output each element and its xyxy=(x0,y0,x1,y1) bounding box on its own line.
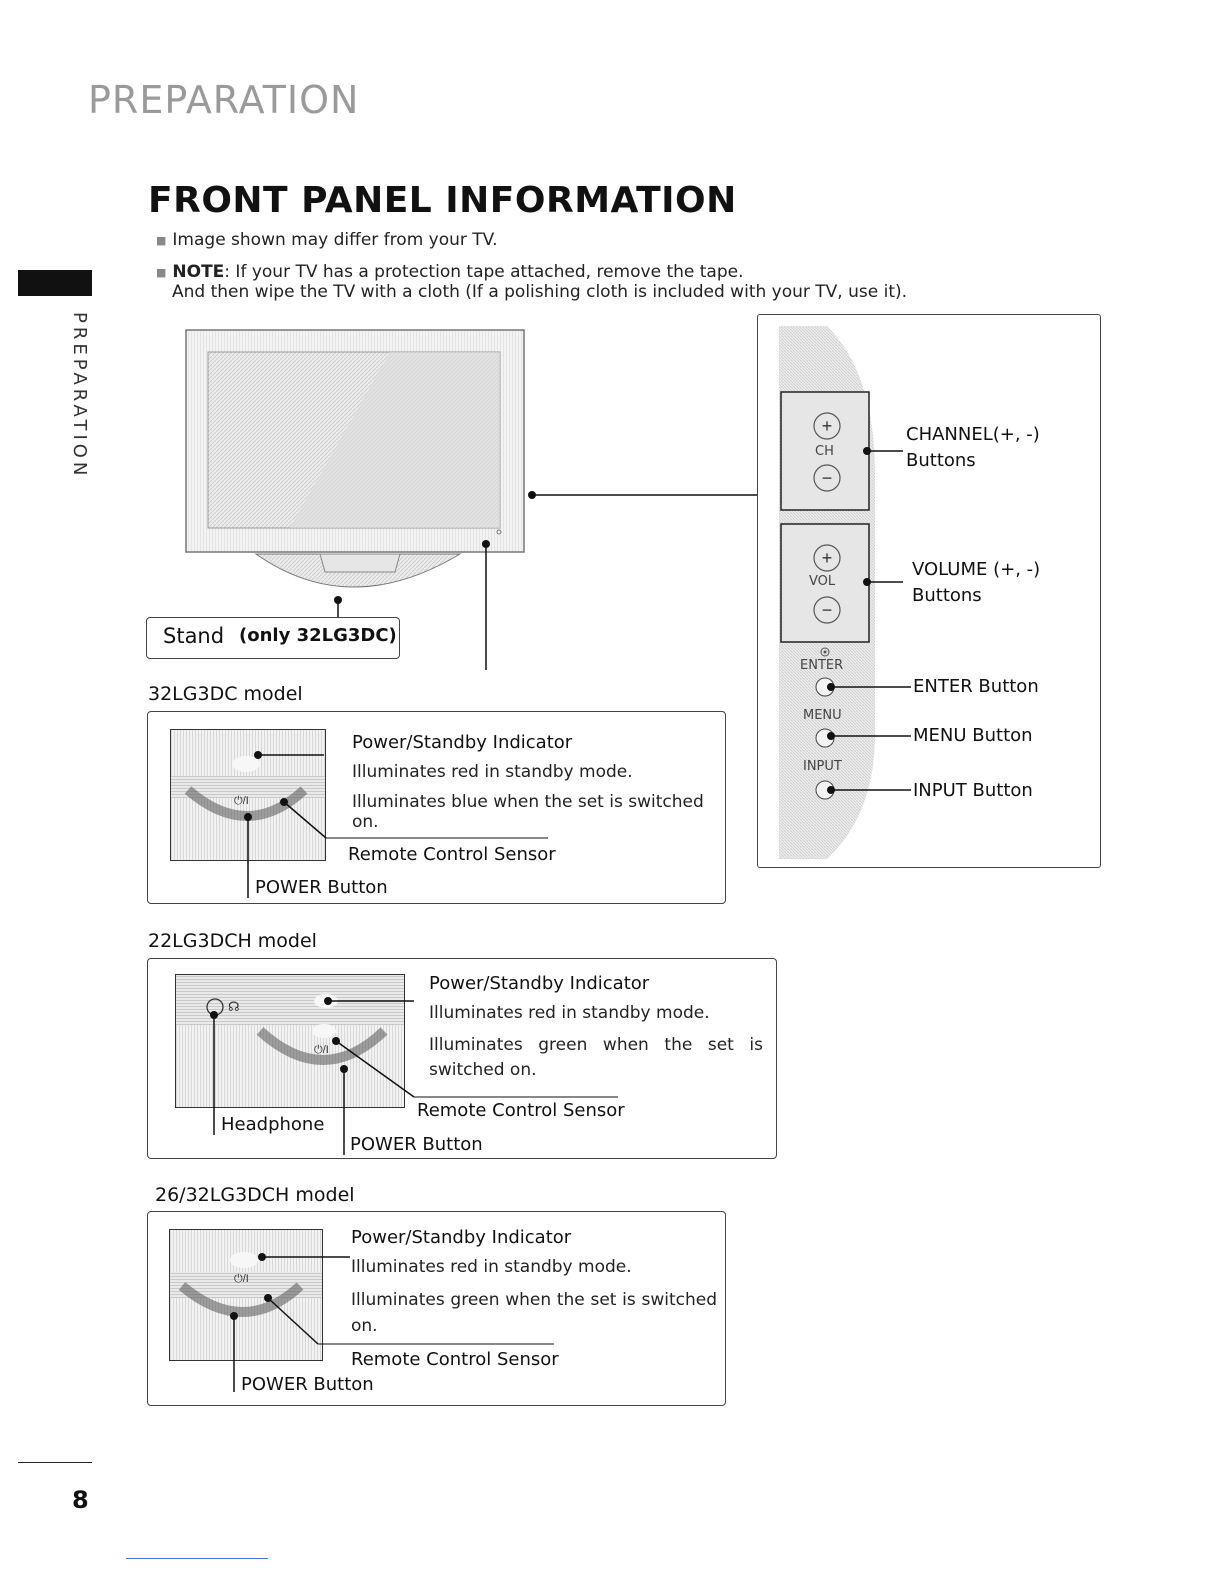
input-label: INPUT Button xyxy=(913,780,1033,801)
model1-desc-1: Illuminates red in standby mode. xyxy=(352,762,633,782)
bullet-icon: ■ xyxy=(156,265,167,279)
volume-sub: Buttons xyxy=(912,585,982,606)
model2-box: ⏻/I ☊ Power/Standby Indicator Illuminate… xyxy=(147,958,777,1159)
svg-text:−: − xyxy=(822,468,833,488)
model3-indicator-title: Power/Standby Indicator xyxy=(351,1227,572,1248)
svg-text:☊: ☊ xyxy=(228,999,240,1014)
footer-rule xyxy=(18,1462,92,1463)
model3-box: ⏻/I Power/Standby Indicator Illuminates … xyxy=(147,1211,726,1406)
stand-label-box: Stand (only 32LG3DC) xyxy=(146,617,400,659)
note-text-1: Image shown may differ from your TV. xyxy=(172,230,498,250)
model2-desc-1: Illuminates red in standby mode. xyxy=(429,1003,710,1023)
input-button-text: INPUT xyxy=(803,759,842,774)
model2-callouts: ⏻/I ☊ xyxy=(206,994,618,1155)
side-panel-box xyxy=(757,314,1101,868)
stand-note: (only 32LG3DC) xyxy=(239,625,397,646)
channel-sub: Buttons xyxy=(906,450,976,471)
model1-callouts: ⏻/I xyxy=(184,751,548,898)
model1-name: 32LG3DC model xyxy=(148,683,303,705)
model3-desc-1: Illuminates red in standby mode. xyxy=(351,1257,632,1277)
section-header: PREPARATION xyxy=(88,78,360,122)
model3-callouts: ⏻/I xyxy=(178,1252,554,1392)
side-panel-illustration: + − + − xyxy=(779,326,911,859)
enter-label: ENTER Button xyxy=(913,676,1039,697)
model3-sensor-label: Remote Control Sensor xyxy=(351,1349,559,1370)
model3-power-label: POWER Button xyxy=(241,1374,374,1395)
enter-button-text: ENTER xyxy=(800,658,844,673)
model1-indicator-title: Power/Standby Indicator xyxy=(352,732,573,753)
model2-desc-2: Illuminates green when the set is switch… xyxy=(429,1035,763,1080)
model2-headphone-label: Headphone xyxy=(221,1114,325,1135)
model2-power-symbol: ⏻/I xyxy=(314,1044,329,1056)
model2-indicator-title: Power/Standby Indicator xyxy=(429,973,650,994)
model1-power-symbol: ⏻/I xyxy=(234,795,249,807)
bullet-icon: ■ xyxy=(156,233,167,247)
model1-box: ⏻/I Power/Standby Indicator Illuminates … xyxy=(147,711,726,904)
note-line-2: ■ NOTE: If your TV has a protection tape … xyxy=(156,262,743,282)
model2-sensor-label: Remote Control Sensor xyxy=(417,1100,625,1121)
model2-power-label: POWER Button xyxy=(350,1134,483,1155)
model3-desc-2: Illuminates green when the set is switch… xyxy=(351,1290,717,1336)
page-number: 8 xyxy=(72,1486,89,1514)
menu-label: MENU Button xyxy=(913,725,1033,746)
stand-label: Stand xyxy=(163,624,225,648)
vol-button-text: VOL xyxy=(809,574,836,589)
model3-power-symbol: ⏻/I xyxy=(234,1273,249,1285)
note-line-1: ■ Image shown may differ from your TV. xyxy=(156,230,498,250)
svg-text:+: + xyxy=(822,548,833,568)
model1-sensor-label: Remote Control Sensor xyxy=(348,844,556,865)
model1-desc-2: Illuminates blue when the set is switche… xyxy=(352,792,704,832)
svg-text:+: + xyxy=(822,416,833,436)
channel-label: CHANNEL(+, -) xyxy=(906,424,1040,445)
side-tab-marker xyxy=(18,270,92,296)
svg-text:−: − xyxy=(822,600,833,620)
footer-link-line xyxy=(126,1558,268,1559)
side-tab-label: PREPARATION xyxy=(69,312,90,480)
page-title: FRONT PANEL INFORMATION xyxy=(148,180,737,221)
note-line-3: And then wipe the TV with a cloth (If a … xyxy=(172,282,908,302)
menu-button-text: MENU xyxy=(803,708,842,723)
tv-illustration xyxy=(185,329,758,670)
note-text-2: : If your TV has a protection tape attac… xyxy=(224,262,744,282)
model2-name: 22LG3DCH model xyxy=(148,930,317,952)
ch-button-text: CH xyxy=(815,444,834,459)
note-bold-label: NOTE xyxy=(172,262,225,282)
model1-power-label: POWER Button xyxy=(255,877,388,898)
model3-name: 26/32LG3DCH model xyxy=(155,1184,355,1206)
volume-label: VOLUME (+, -) xyxy=(912,559,1041,580)
